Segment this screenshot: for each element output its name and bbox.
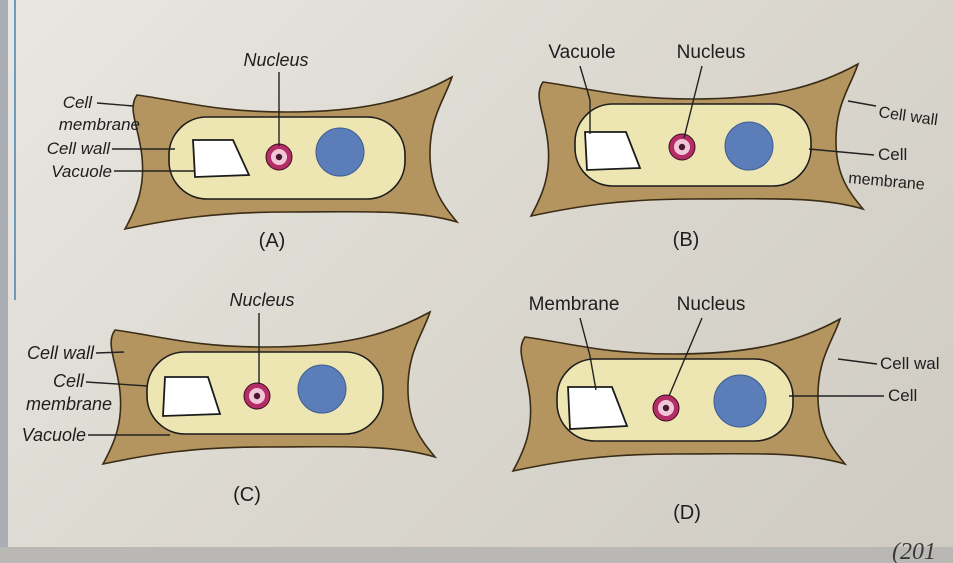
panel-c: Nucleus Cell wall Cell membrane Vacuole … xyxy=(22,290,435,506)
label-cell-membrane-a-2: membrane xyxy=(59,115,140,134)
page-fragment-text: (201 xyxy=(892,539,936,563)
leader-membrane-a xyxy=(97,103,133,106)
label-cell-wall-c: Cell wall xyxy=(27,343,95,363)
label-cell-wall-b: Cell wall xyxy=(877,104,938,129)
caption-c: (C) xyxy=(233,484,261,506)
caption-a: (A) xyxy=(259,230,286,252)
blue-body-a xyxy=(316,128,364,176)
label-nucleus-a: Nucleus xyxy=(243,50,308,70)
label-cell-membrane-a-1: Cell xyxy=(63,93,94,112)
caption-d: (D) xyxy=(673,502,701,524)
caption-b: (B) xyxy=(673,229,700,251)
label-cell-membrane-c-2: membrane xyxy=(26,394,112,414)
leader-cell-wall-b xyxy=(848,101,876,106)
label-cell-wall-a: Cell wall xyxy=(47,139,112,158)
nucleus-a xyxy=(266,144,292,170)
cell-c xyxy=(103,312,435,464)
label-nucleus-c: Nucleus xyxy=(229,290,294,310)
nucleus-c xyxy=(244,383,270,409)
label-nucleus-d: Nucleus xyxy=(677,294,746,315)
panel-d: Membrane Nucleus Cell wal Cell (D) xyxy=(513,294,940,524)
blue-body-b xyxy=(725,122,773,170)
cell-d xyxy=(513,319,845,471)
cell-body-c xyxy=(103,312,435,464)
label-cell-wall-d: Cell wal xyxy=(880,354,940,373)
cell-a xyxy=(125,77,457,229)
label-cell-membrane-b-1: Cell xyxy=(878,145,907,164)
leader-cell-wall-c xyxy=(96,352,124,353)
blue-body-d xyxy=(714,375,766,427)
label-vacuole-a: Vacuole xyxy=(51,162,112,181)
nucleus-b xyxy=(669,134,695,160)
leader-cell-wall-d xyxy=(838,359,877,364)
label-nucleus-b: Nucleus xyxy=(677,42,746,63)
panel-a: Nucleus Cell membrane Cell wall Vacuole … xyxy=(47,50,457,252)
cell-body-d xyxy=(513,319,845,471)
blue-body-c xyxy=(298,365,346,413)
panel-b: Vacuole Nucleus Cell wall Cell membrane … xyxy=(531,42,939,251)
label-cell-membrane-c-1: Cell xyxy=(53,371,85,391)
label-vacuole-b: Vacuole xyxy=(548,42,615,63)
nucleus-d xyxy=(653,395,679,421)
label-cell-d: Cell xyxy=(888,386,917,405)
label-vacuole-c: Vacuole xyxy=(22,425,86,445)
label-cell-membrane-b-2: membrane xyxy=(848,170,926,194)
label-membrane-d: Membrane xyxy=(529,294,620,315)
